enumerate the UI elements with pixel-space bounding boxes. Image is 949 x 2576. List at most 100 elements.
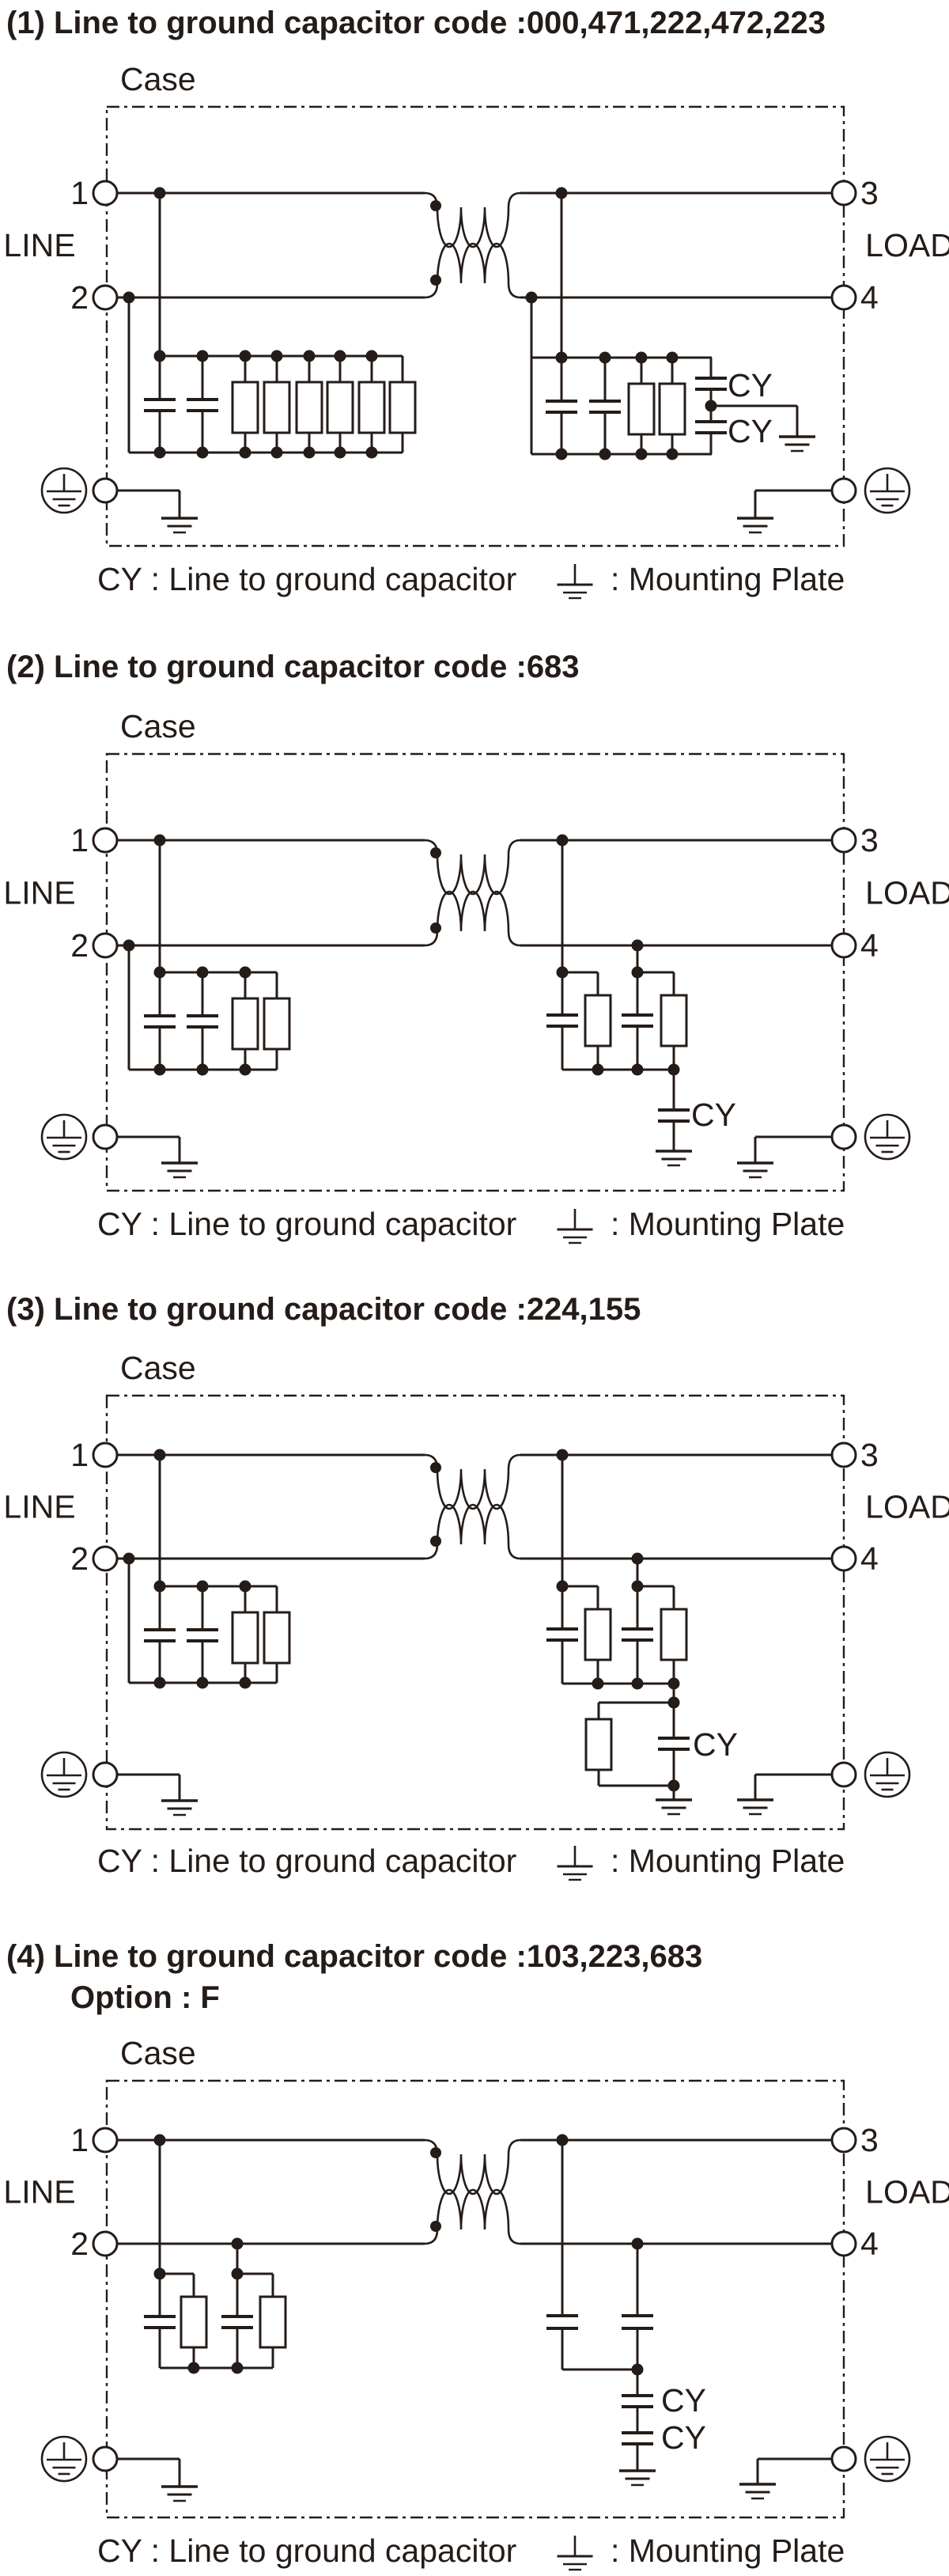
terminal-label-3: 3: [860, 2122, 879, 2158]
protective-earth-icon: [864, 467, 911, 514]
junction-dot: [123, 291, 135, 304]
junction-dot: [153, 350, 166, 362]
load-label: LOAD: [865, 875, 949, 911]
case-label: Case: [120, 708, 196, 744]
discharge-resistor-body: [584, 1718, 613, 1771]
terminal-1: [92, 2127, 119, 2154]
terminal-label-2: 2: [70, 1540, 89, 1577]
junction-dot: [239, 350, 251, 362]
polarity-dot: [430, 2221, 441, 2232]
terminal-label-1: 1: [70, 2122, 89, 2158]
discharge-resistor-body: [660, 1608, 688, 1661]
transformer-winding: [424, 1544, 439, 1560]
earth-terminal-left: [92, 1123, 119, 1150]
earth-terminal-left: [92, 2445, 119, 2472]
junction-dot: [231, 2237, 244, 2250]
circuit-2-title: (2) Line to ground capacitor code :683: [6, 650, 580, 684]
cy-label: CY: [728, 413, 773, 449]
protective-earth-icon: [864, 1751, 911, 1798]
junction-dot: [196, 1580, 209, 1593]
case-border: [105, 1394, 845, 1831]
junction-dot: [635, 351, 648, 364]
junction-dot: [631, 939, 644, 952]
terminal-4: [830, 284, 857, 311]
line-label: LINE: [3, 2174, 75, 2210]
transformer-winding: [436, 2188, 510, 2230]
cy-label: CY: [693, 1726, 738, 1763]
junction-dot: [635, 448, 648, 460]
line-label: LINE: [3, 1489, 75, 1525]
protective-earth-icon: [864, 1113, 911, 1161]
transformer-winding: [436, 1468, 510, 1510]
footer-mounting-legend: : Mounting Plate: [611, 561, 845, 597]
cy-label: CY: [691, 1097, 736, 1133]
terminal-label-1: 1: [70, 1437, 89, 1473]
transformer-winding: [507, 282, 521, 299]
transformer-winding: [507, 2229, 521, 2245]
circuit-4: (4) Line to ground capacitor code :103,2…: [3, 1939, 949, 2571]
junction-dot: [196, 350, 209, 362]
footer-cy-legend: CY : Line to ground capacitor: [97, 561, 516, 597]
junction-dot: [239, 446, 251, 459]
circuit-1: (1) Line to ground capacitor code :000,4…: [3, 6, 949, 600]
junction-dot: [196, 1063, 209, 1076]
junction-dot: [153, 966, 166, 979]
polarity-dot: [430, 1462, 441, 1473]
footer-mounting-legend: : Mounting Plate: [611, 1206, 845, 1242]
terminal-3: [830, 2127, 857, 2154]
junction-dot: [631, 1677, 644, 1690]
transformer-winding: [507, 1453, 521, 1470]
terminal-label-4: 4: [860, 279, 879, 316]
junction-dot: [303, 350, 316, 362]
junction-dot: [592, 1063, 604, 1076]
junction-dot: [153, 446, 166, 459]
polarity-dot: [430, 275, 441, 286]
cy-label: CY: [661, 2382, 706, 2419]
junction-dot: [525, 291, 538, 304]
polarity-dot: [430, 1536, 441, 1547]
terminal-label-2: 2: [70, 279, 89, 316]
terminal-label-2: 2: [70, 927, 89, 964]
junction-dot: [239, 1580, 251, 1593]
junction-dot: [196, 1676, 209, 1689]
terminal-label-2: 2: [70, 2226, 89, 2262]
junction-dot: [631, 966, 644, 979]
terminal-label-3: 3: [860, 175, 879, 211]
case-label: Case: [120, 61, 196, 97]
junction-dot: [196, 446, 209, 459]
junction-dot: [231, 2362, 244, 2374]
earth-terminal-left: [92, 1761, 119, 1788]
discharge-resistor-body: [263, 381, 291, 434]
circuit-3-title: (3) Line to ground capacitor code :224,1…: [6, 1292, 641, 1327]
junction-dot: [592, 1677, 604, 1690]
junction-dot: [153, 1676, 166, 1689]
footer-mounting-legend: : Mounting Plate: [611, 1843, 845, 1879]
terminal-label-3: 3: [860, 1437, 879, 1473]
terminal-label-3: 3: [860, 822, 879, 858]
terminal-label-4: 4: [860, 927, 879, 964]
terminal-3: [830, 1441, 857, 1468]
polarity-dot: [430, 847, 441, 858]
circuit-1-title: (1) Line to ground capacitor code :000,4…: [6, 6, 826, 40]
circuit-4-title: (4) Line to ground capacitor code :103,2…: [6, 1939, 702, 1974]
terminal-4: [830, 2230, 857, 2257]
discharge-resistor-body: [180, 2295, 208, 2349]
earth-terminal-right: [830, 1761, 857, 1788]
transformer-winding: [424, 282, 439, 299]
circuit-2: (2) Line to ground capacitor code :683Ca…: [3, 650, 949, 1244]
junction-dot: [153, 2267, 166, 2280]
footer-mounting-legend: : Mounting Plate: [611, 2532, 845, 2569]
discharge-resistor-body: [658, 382, 686, 436]
junction-dot: [153, 1449, 166, 1461]
junction-dot: [631, 2237, 644, 2250]
junction-dot: [631, 1580, 644, 1593]
transformer-winding: [507, 2138, 521, 2155]
discharge-resistor-body: [231, 997, 259, 1051]
junction-dot: [599, 351, 611, 364]
transformer-winding: [436, 890, 510, 932]
transformer-winding: [436, 242, 510, 284]
transformer-winding: [436, 854, 510, 896]
case-border: [105, 2079, 845, 2519]
load-label: LOAD: [865, 1489, 949, 1525]
